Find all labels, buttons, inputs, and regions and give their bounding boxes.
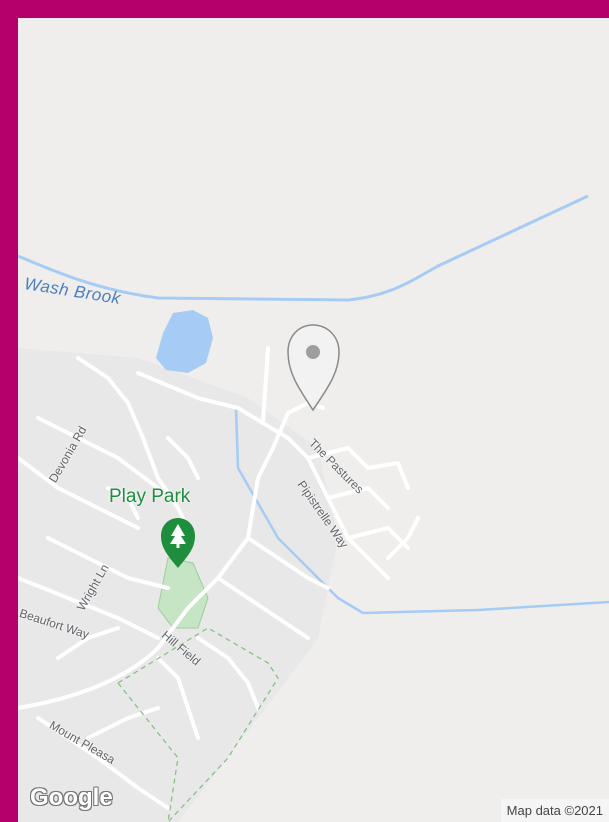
google-logo[interactable]: Google bbox=[30, 784, 113, 811]
tree-icon[interactable] bbox=[161, 518, 195, 568]
wash-brook-stream bbox=[18, 194, 589, 302]
park-area bbox=[157, 557, 209, 629]
map-canvas bbox=[18, 194, 609, 822]
roads bbox=[18, 346, 420, 810]
park-boundary bbox=[117, 627, 279, 822]
side-stream bbox=[234, 407, 609, 615]
map-pin-icon[interactable] bbox=[287, 324, 340, 412]
pond bbox=[156, 310, 213, 373]
poi-label-play-park[interactable]: Play Park bbox=[109, 486, 191, 507]
map-view[interactable]: Wash Brook Play Park Devonia Rd Wright L… bbox=[18, 18, 609, 822]
map-attribution[interactable]: Map data ©2021 bbox=[500, 799, 609, 822]
